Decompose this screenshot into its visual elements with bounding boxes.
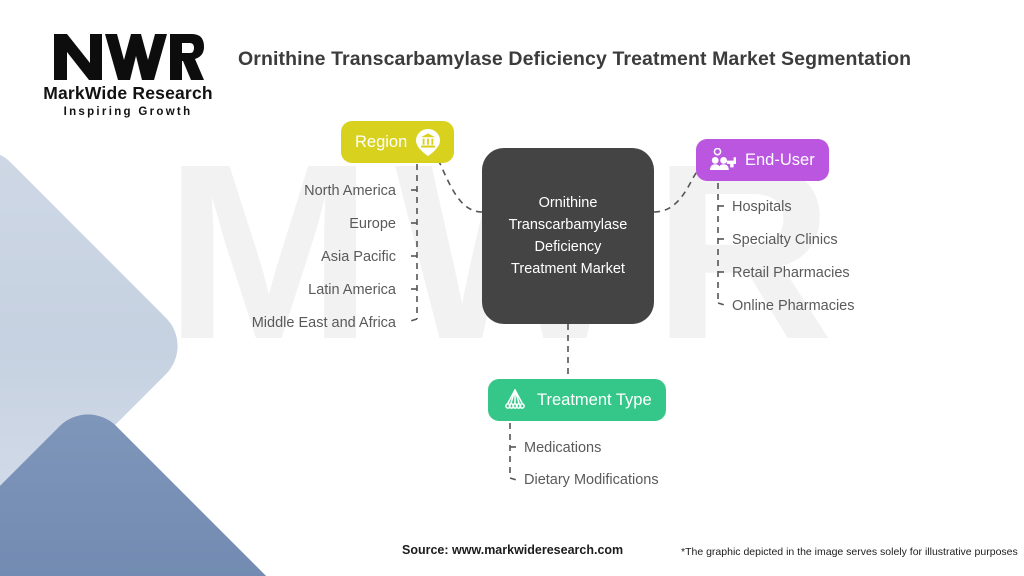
end-user-item-0[interactable]: Hospitals: [732, 199, 792, 215]
map-pin-bank-icon: [416, 128, 441, 156]
page-title: Ornithine Transcarbamylase Deficiency Tr…: [238, 48, 912, 70]
branch-badge-end-user[interactable]: End-User: [696, 139, 829, 181]
region-item-2[interactable]: Asia Pacific: [321, 249, 396, 265]
branch-label-region: Region: [355, 132, 408, 151]
brand-logo: MarkWide Research Inspiring Growth: [28, 30, 228, 118]
brand-tagline: Inspiring Growth: [63, 106, 193, 118]
treatment-item-1[interactable]: Dietary Modifications: [524, 472, 659, 488]
brand-name: MarkWide Research: [43, 83, 213, 103]
stub-region-4: [406, 318, 418, 323]
region-item-1[interactable]: Europe: [349, 216, 396, 232]
branch-label-treatment-type: Treatment Type: [537, 390, 652, 409]
branch-badge-region[interactable]: Region: [341, 121, 455, 163]
hierarchy-tree-icon: [502, 387, 528, 413]
decorative-shape-dark: [0, 397, 301, 576]
region-item-4[interactable]: Middle East and Africa: [251, 315, 396, 331]
central-market-label: Ornithine Transcarbamylase Deficiency Tr…: [508, 195, 628, 277]
region-item-3[interactable]: Latin America: [308, 282, 396, 298]
end-user-item-1[interactable]: Specialty Clinics: [732, 232, 838, 248]
central-market-node[interactable]: Ornithine Transcarbamylase Deficiency Tr…: [482, 148, 654, 324]
mwr-monogram-icon: [54, 34, 204, 80]
end-user-item-3[interactable]: Online Pharmacies: [732, 298, 855, 314]
disclaimer-note: *The graphic depicted in the image serve…: [681, 546, 1018, 558]
stub-treatment-1: [509, 477, 521, 482]
stub-enduser-3: [717, 302, 729, 307]
source-credit[interactable]: Source: www.markwideresearch.com: [402, 543, 624, 557]
end-user-item-2[interactable]: Retail Pharmacies: [732, 265, 850, 281]
branch-label-end-user: End-User: [745, 150, 815, 169]
branch-badge-treatment-type[interactable]: Treatment Type: [488, 379, 666, 421]
region-item-0[interactable]: North America: [304, 183, 396, 199]
person-plus-icon: [710, 148, 736, 172]
decorative-shape-light: [0, 133, 195, 559]
treatment-item-0[interactable]: Medications: [524, 440, 602, 456]
